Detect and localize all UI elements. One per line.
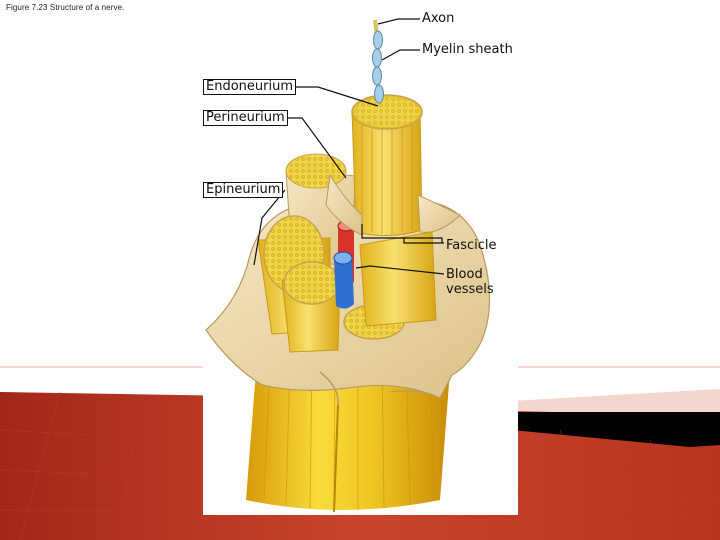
fascicle-central [352,95,422,236]
leader-axon [378,19,420,24]
label-blood-vessels: Blood vessels [446,267,494,297]
fascicle-right [360,232,436,326]
figure-caption: Figure 7.23 Structure of a nerve. [6,3,124,12]
label-myelin-sheath: Myelin sheath [422,42,513,57]
label-fascicle: Fascicle [446,238,497,253]
label-perineurium: Perineurium [203,110,288,126]
label-epineurium: Epineurium [203,182,283,198]
fascicle-front [282,262,340,352]
label-endoneurium: Endoneurium [203,79,296,95]
label-axon: Axon [422,11,454,26]
axon-with-myelin [373,20,384,104]
leader-myelin [382,50,420,60]
